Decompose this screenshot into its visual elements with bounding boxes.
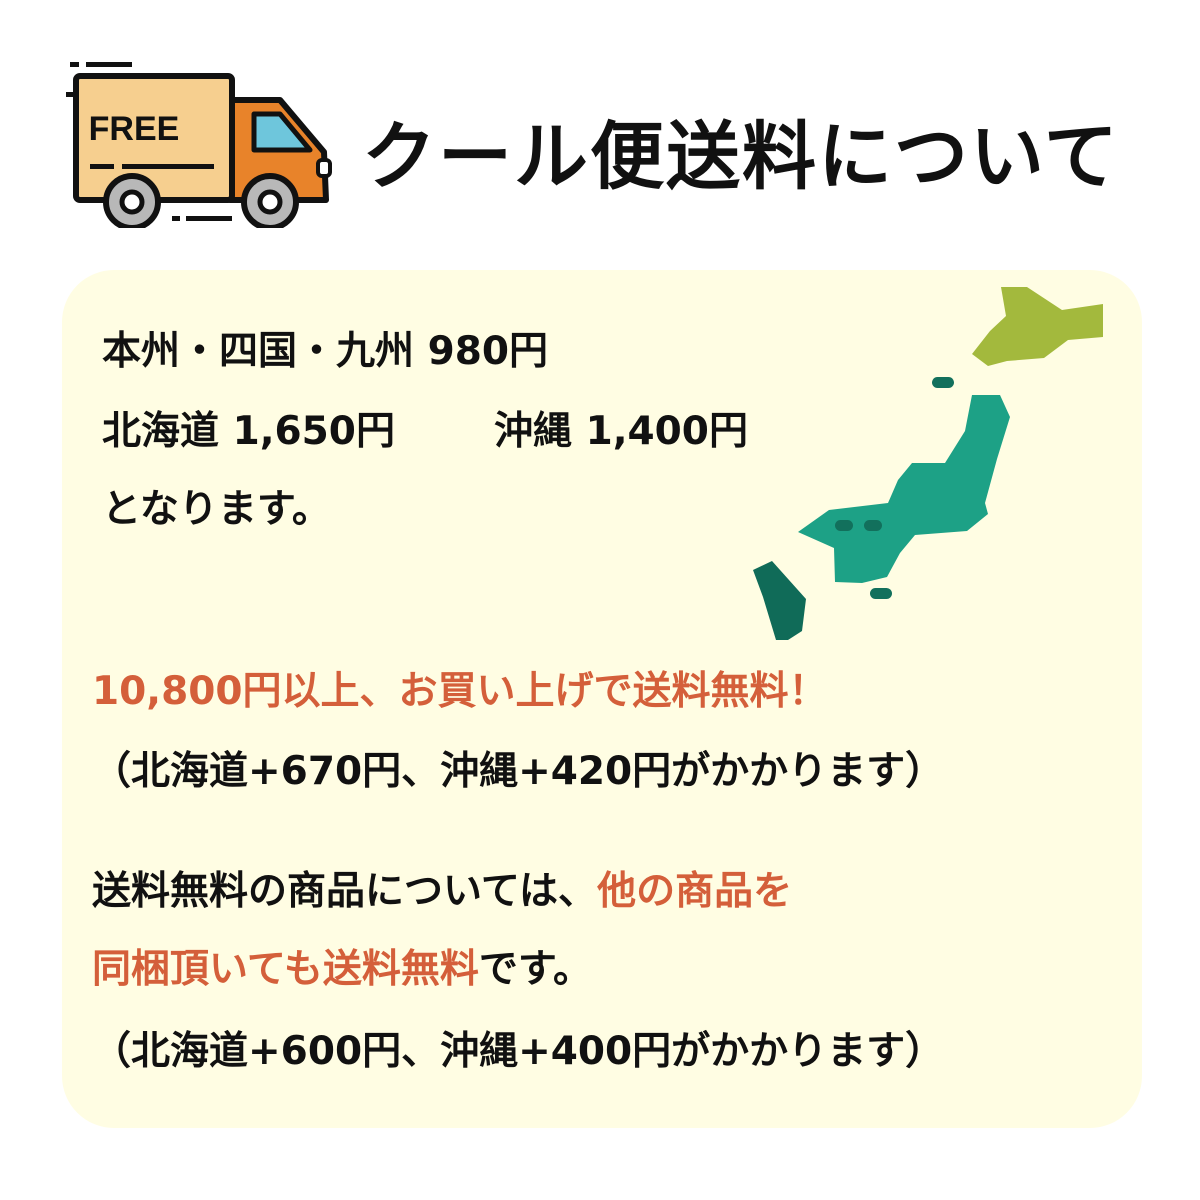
rate-hokkaido: 北海道 1,650円 <box>102 409 395 454</box>
free-shipping-headline: 10,800円以上、お買い上げで送料無料！ <box>92 669 828 714</box>
rates-closing: となります。 <box>102 487 331 532</box>
japan-map-icon <box>740 270 1140 650</box>
bundled-note: （北海道+600円、沖縄+400円がかかります） <box>92 1029 945 1074</box>
svg-text:FREE: FREE <box>89 110 180 148</box>
free-shipping-note: （北海道+670円、沖縄+420円がかかります） <box>92 749 945 794</box>
bundled-line-2: 同梱頂いても送料無料です。 <box>92 944 592 996</box>
info-panel <box>62 270 1142 1128</box>
rate-okinawa: 沖縄 1,400円 <box>494 409 748 454</box>
hokkaido-region <box>972 287 1103 366</box>
free-delivery-truck-icon: FREE <box>56 52 342 231</box>
bundled-line-2-plain: です。 <box>478 947 592 992</box>
honshu-region <box>798 395 1010 583</box>
bundled-line-1: 送料無料の商品については、他の商品を <box>92 866 792 918</box>
rate-mainland: 本州・四国・九州 980円 <box>102 329 548 374</box>
kyushu-region <box>753 561 806 640</box>
page-title: クール便送料について <box>362 114 1120 200</box>
bundled-line-2-accent: 同梱頂いても送料無料 <box>92 947 479 992</box>
bundled-line-1-plain: 送料無料の商品については、 <box>92 869 598 914</box>
bundled-line-1-accent: 他の商品を <box>597 869 793 914</box>
